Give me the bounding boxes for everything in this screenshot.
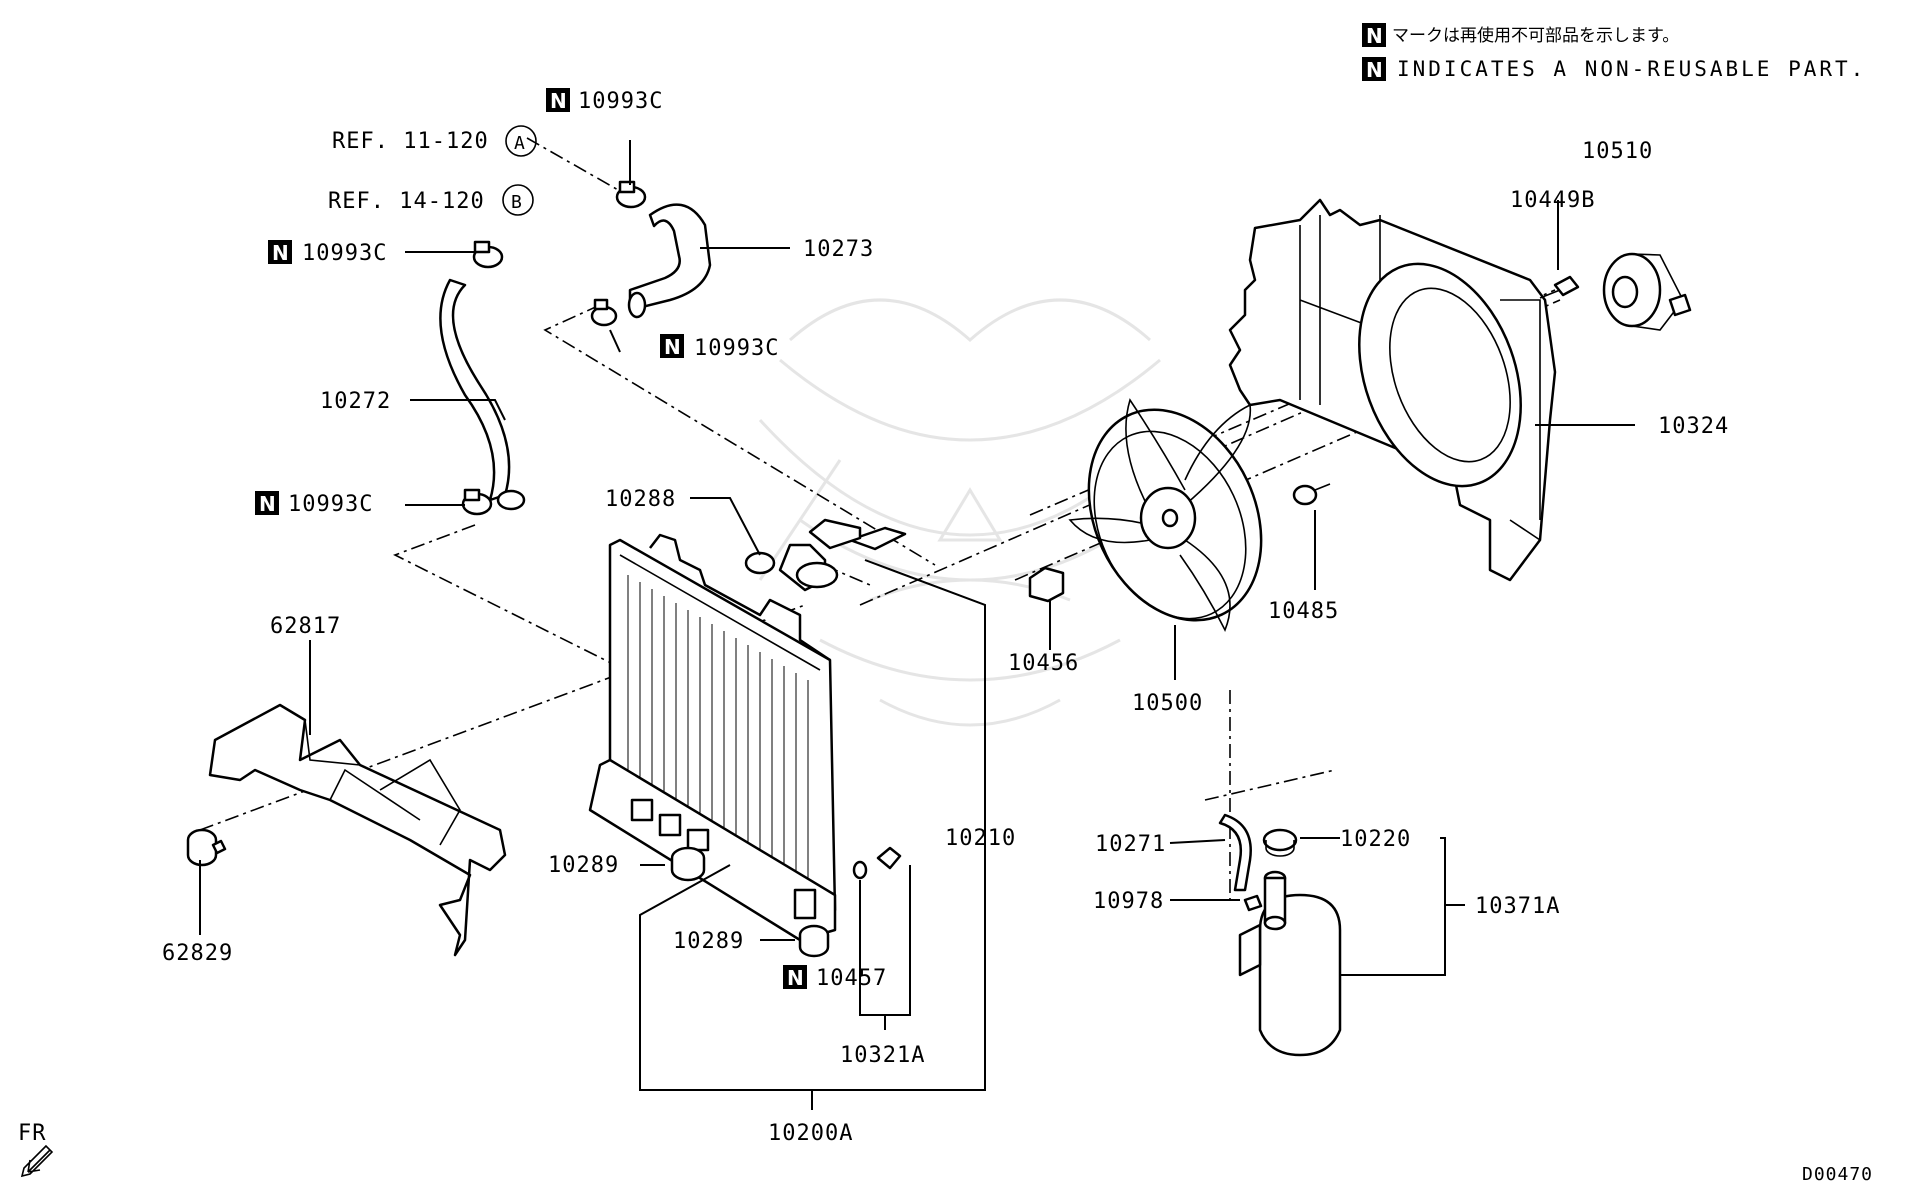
motor-10510 [1602,252,1692,331]
label-10289: 10289 [673,929,744,954]
label-62829: 62829 [162,941,233,966]
label-10993c: 10993C [694,336,779,361]
footer: FR D00470 [18,1121,1873,1185]
ref-a-label: REF. 11-120 [332,129,489,154]
label-10993c: 10993C [302,241,387,266]
label-10978: 10978 [1093,889,1164,914]
label-10220: 10220 [1340,827,1411,852]
mount-10288 [744,551,776,575]
clamp-group [461,180,647,516]
clip-10978 [1243,894,1263,912]
leader-lines [199,140,1635,1110]
legend-english: INDICATES A NON-REUSABLE PART. [1397,57,1866,81]
label-10200a: 10200A [768,1121,853,1146]
ref-b-label: REF. 14-120 [328,189,485,214]
non-reusable-badge [1362,23,1386,47]
label-10210: 10210 [945,826,1016,851]
front-direction-label: FR [18,1121,47,1146]
label-10456: 10456 [1008,651,1079,676]
shroud-10324 [1228,198,1557,582]
badge-letter: N [1366,24,1383,48]
reservoir-10371a [1238,870,1342,1057]
label-10993c: 10993C [578,89,663,114]
label-10271: 10271 [1095,832,1166,857]
radiator-cap [808,518,862,550]
nut-10456 [1028,566,1065,603]
diagram-code: D00470 [1802,1164,1873,1185]
label-10324: 10324 [1658,414,1729,439]
badge-letter: N [272,241,289,265]
bolt-10449b [1539,275,1580,299]
bolt-10485 [1292,483,1331,506]
label-10272: 10272 [320,389,391,414]
part-labels: N 10993C N 10993C N 10993C N 10993C 1027… [162,88,1729,1146]
badge-letter: N [550,89,567,113]
label-10449b: 10449B [1510,188,1595,213]
fan-10500 [1068,398,1263,632]
legend: N マークは再使用不可部品を示します。 N INDICATES A NON-RE… [1362,23,1866,82]
radiator-10210 [588,526,907,942]
front-arrow-icon [20,1144,54,1178]
legend-japanese: マークは再使用不可部品を示します。 [1392,25,1679,46]
drain-plug-10457 [852,846,902,880]
badge-letter: N [1366,58,1383,82]
ref-b-circle: B [511,192,523,213]
ref-callouts: REF. 11-120 A REF. 14-120 B [328,125,537,216]
mounts-10289 [670,846,830,958]
hose-10272 [439,278,526,511]
badge-letter: N [664,335,681,359]
label-10288: 10288 [605,487,676,512]
non-reusable-badge [1362,57,1386,81]
hose-10273 [627,203,712,319]
label-10273: 10273 [803,237,874,262]
label-10371a: 10371A [1475,894,1560,919]
cap-10220 [1262,828,1298,857]
badge-letter: N [259,492,276,516]
label-10289: 10289 [548,853,619,878]
label-10500: 10500 [1132,691,1203,716]
label-10321a: 10321A [840,1043,925,1068]
ref-a-circle: A [514,133,526,154]
lower-bracket-62817 [186,703,507,957]
label-62817: 62817 [270,614,341,639]
label-10457: 10457 [816,966,887,991]
hose-10271 [1218,813,1252,892]
label-10485: 10485 [1268,599,1339,624]
badge-letter: N [787,966,804,990]
label-10993c: 10993C [288,492,373,517]
label-10510: 10510 [1582,139,1653,164]
